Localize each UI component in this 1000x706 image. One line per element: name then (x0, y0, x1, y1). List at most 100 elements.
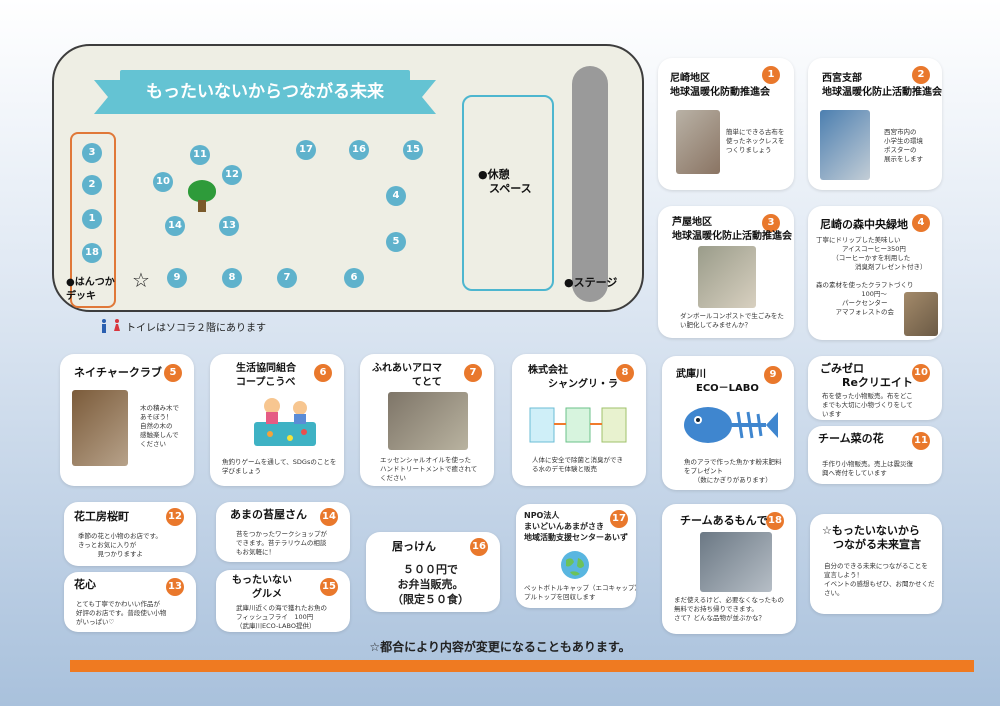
booth-card-16: 16 居っけん ５００円で お弁当販売。 （限定５０食） (366, 532, 500, 612)
booth-marker[interactable]: 6 (344, 268, 364, 288)
booth-marker[interactable]: 2 (82, 175, 102, 195)
necklace-photo (676, 110, 720, 174)
card-description: 西宮市内の 小学生の環境 ポスターの 展示をします (884, 128, 923, 163)
booth-card-10: 10 ごみゼロ Reクリエイト 布を使った小物販売。布をどこ までも大切に小物づ… (808, 356, 942, 420)
booth-marker[interactable]: 9 (167, 268, 187, 288)
booth-card-15: 15 もったいない グルメ 武庫川近くの海で獲れたお魚の フィッシュフライ 10… (216, 570, 350, 632)
declaration-card: ☆もったいないから つながる未来宣言 自分のできる未来につながることを 宣言しよ… (810, 514, 942, 614)
booth-marker[interactable]: 11 (190, 145, 210, 165)
card-description: まだ使えるけど、必要なくなったもの 無料でお持ち帰りできます。 さて？どんな品物… (674, 596, 784, 622)
map-title: もったいないからつながる未来 (146, 82, 384, 102)
card-title: ☆もったいないから つながる未来宣言 (822, 524, 921, 551)
card-title: NPO法人 まいどいんあまがさき 地域活動支援センターあいず (524, 511, 628, 542)
card-title: チームあるもんで (680, 514, 768, 527)
booth-marker[interactable]: 12 (222, 165, 242, 185)
booth-number-badge: 8 (616, 364, 634, 382)
card-description: とても丁寧でかわいい作品が 好評のお店です。普段使い小物 がいっぱい♡ (76, 600, 167, 626)
card-description: 布を使った小物販売。布をどこ までも大切に小物づくりをして います (822, 392, 913, 418)
booth-number-badge: 10 (912, 364, 930, 382)
booth-card-14: 14 あまの苔屋さん 苔をつかったワークショップが できます。苔テラリウムの相談… (216, 502, 350, 562)
booth-card-18: 18 チームあるもんで まだ使えるけど、必要なくなったもの 無料でお持ち帰りでき… (662, 504, 796, 634)
card-description: 魚のアラで作った魚かす粉末肥料 をプレゼント （数にかぎりがあります） (684, 458, 782, 484)
card-title: 尼崎の森中央緑地 (820, 218, 908, 231)
card-title: ネイチャークラブ (74, 366, 162, 379)
booth-card-13: 13 花心 とても丁寧でかわいい作品が 好評のお店です。普段使い小物 がいっぱい… (64, 572, 196, 632)
card-title: 芦屋地区 地球温暖化防止活動推進会 (672, 217, 792, 242)
card-description: 簡単にできる古布を 使ったネックレスを つくりましょう (726, 128, 785, 154)
booth-number-badge: 2 (912, 66, 930, 84)
booth-marker[interactable]: 13 (219, 216, 239, 236)
card-title: 株式会社 シャングリ・ラ (528, 365, 618, 390)
fishing-game-illustration (250, 394, 320, 448)
booth-card-1: 1 尼崎地区 地球温暖化防動推進会 簡単にできる古布を 使ったネックレスを つく… (658, 58, 794, 190)
card-title: 生活協同組合 コープこうべ (236, 363, 296, 388)
booth-number-badge: 14 (320, 508, 338, 526)
change-notice: ☆都合により内容が変更になることもあります。 (369, 640, 631, 654)
booth-marker[interactable]: 15 (403, 140, 423, 160)
card-title: もったいない グルメ (232, 575, 292, 600)
card-title: ふれあいアロマ てとて (372, 363, 442, 388)
booth-number-badge: 12 (166, 508, 184, 526)
card-description: 魚釣りゲームを通して、SDGsのことを 学びましょう (222, 458, 337, 475)
aroma-workshop-photo (388, 392, 468, 450)
booth-number-badge: 5 (164, 364, 182, 382)
booth-marker[interactable]: 16 (349, 140, 369, 160)
booth-card-5: 5 ネイチャークラブ 木の積み木で あそぼう！ 自然の木の 感触楽しんで くださ… (60, 354, 194, 486)
tree-icon (188, 180, 216, 202)
tree-trunk (198, 200, 206, 212)
booth-card-17: 17 NPO法人 まいどいんあまがさき 地域活動支援センターあいず ペットボトル… (516, 504, 636, 608)
card-title: 西宮支部 地球温暖化防止活動推進会 (822, 73, 942, 98)
card-description: エッセンシャルオイルを使った ハンドトリートメントで癒されて ください (380, 456, 478, 482)
booth-marker[interactable]: 5 (386, 232, 406, 252)
booth-number-badge: 4 (912, 214, 930, 232)
restroom-note: トイレはソコラ２階にあります (126, 323, 266, 334)
booth-card-12: 12 花工房桜町 季節の花と小物のお店です。 きっとお気に入りが 見つかりますよ (64, 502, 196, 566)
booth-marker[interactable]: 7 (277, 268, 297, 288)
card-description: 武庫川近くの海で獲れたお魚の フィッシュフライ 100円 （武庫川ECO-LAB… (236, 604, 327, 630)
earth-icon (560, 550, 590, 580)
deck-label: ●はんつか デッキ (66, 277, 115, 302)
booth-marker[interactable]: 17 (296, 140, 316, 160)
stage-label: ●ステージ (564, 276, 618, 289)
restroom-icon (100, 318, 122, 337)
booth-card-4: 4 尼崎の森中央緑地 丁寧にドリップした美味しい アイスコーヒー350円 （コー… (808, 206, 942, 340)
booth-marker[interactable]: 18 (82, 243, 102, 263)
booth-number-badge: 3 (762, 214, 780, 232)
booth-number-badge: 17 (610, 510, 628, 528)
booth-marker[interactable]: 8 (222, 268, 242, 288)
booth-marker[interactable]: 4 (386, 186, 406, 206)
rest-label: ●休憩 スペース (478, 168, 532, 195)
card-description: 木の積み木で あそぼう！ 自然の木の 感触楽しんで ください (140, 404, 179, 448)
water-demo-illustration (526, 398, 630, 448)
booth-card-7: 7 ふれあいアロマ てとて エッセンシャルオイルを使った ハンドトリートメントで… (360, 354, 494, 486)
booth-number-badge: 9 (764, 366, 782, 384)
card-title: あまの苔屋さん (230, 508, 307, 521)
card-description: ５００円で お弁当販売。 （限定５０食） (392, 563, 469, 606)
swap-event-photo (700, 532, 772, 592)
card-description: 手作り小物販売。売上は震災復 興へ寄付をしています (822, 460, 913, 477)
booth-number-badge: 7 (464, 364, 482, 382)
wood-blocks-photo (72, 390, 128, 466)
star-icon: ☆ (132, 268, 150, 292)
booth-number-badge: 15 (320, 578, 338, 596)
booth-number-badge: 16 (470, 538, 488, 556)
booth-number-badge: 13 (166, 578, 184, 596)
booth-marker[interactable]: 1 (82, 209, 102, 229)
stage-area (572, 66, 608, 302)
card-description: 苔をつかったワークショップが できます。苔テラリウムの相談 もお気軽に！ (236, 530, 327, 556)
card-title: 花心 (74, 578, 96, 591)
card-description: ペットボトルキャップ（エコキャップ） プルトップを回収します (524, 584, 636, 601)
card-description: 丁寧にドリップした美味しい アイスコーヒー350円 （コーヒーかすを利用した 消… (816, 236, 927, 316)
card-description: 自分のできる未来につながることを 宣言しよう！ イベントの感想もぜひ、お聞かせく… (824, 562, 935, 597)
footer-bar (70, 660, 974, 672)
fish-bone-icon (682, 402, 778, 448)
booth-marker[interactable]: 14 (165, 216, 185, 236)
booth-number-badge: 1 (762, 66, 780, 84)
booth-marker[interactable]: 3 (82, 143, 102, 163)
booth-number-badge: 11 (912, 432, 930, 450)
card-description: ダンボールコンポストで生ごみをたい肥化してみませんか？ (680, 312, 784, 329)
booth-marker[interactable]: 10 (153, 172, 173, 192)
booth-number-badge: 18 (766, 512, 784, 530)
compost-photo (698, 246, 756, 308)
booth-card-8: 8 株式会社 シャングリ・ラ 人体に安全で除菌と消臭ができ る水のデモ体験と販売 (512, 354, 646, 486)
